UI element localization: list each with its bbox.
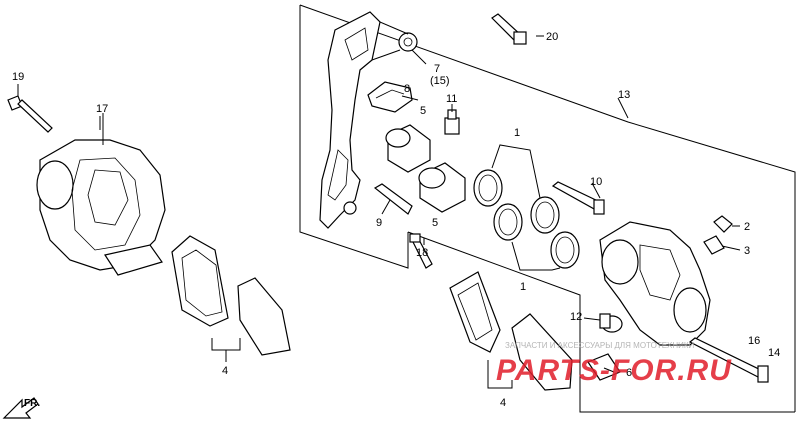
brake-pad-center-a [449,271,501,353]
callout-12: 12 [570,311,582,323]
bolt-19 [7,95,53,133]
bolt-18 [409,233,433,269]
bleeder-2 [713,215,733,233]
callout-5b: 5 [432,217,438,229]
callout-1a: 1 [514,127,520,139]
bleed-valve [444,109,460,135]
callout-14: 14 [768,347,780,359]
callout-19: 19 [12,71,24,83]
clip-6 [587,353,621,381]
callout-13: 13 [618,89,630,101]
callout-8: 8 [404,83,410,95]
callout-16: 16 [748,335,760,347]
callout-20: 20 [546,31,558,43]
cap-3 [703,235,725,255]
callout-9: 9 [376,217,382,229]
callout-4a: 4 [222,365,228,377]
caliper-body-right [599,221,711,346]
callout-17: 17 [96,103,108,115]
bolt-20 [491,13,527,45]
leader-lines [17,35,741,373]
callout-18: 18 [416,247,428,259]
brake-pad-center-b [511,313,573,391]
piston-seals [473,144,580,271]
front-arrow: FR. [2,397,40,419]
pin-bolt-10 [551,181,605,215]
callout-2: 2 [744,221,750,233]
callout-15: (15) [430,75,450,87]
watermark-tagline: ЗАПЧАСТИ И АКСЕССУАРЫ ДЛЯ МОТОТЕХНИКИ [505,341,695,350]
callout-1b: 1 [520,281,526,293]
callout-5a: 5 [420,105,426,117]
callout-6: 6 [626,367,632,379]
pin-bolt-9 [373,183,413,215]
callout-3: 3 [744,245,750,257]
callout-7: 7 [434,63,440,75]
pad-pin [688,337,769,383]
pad-group-bracket-left [211,338,241,351]
watermark: ЗАПЧАСТИ И АКСЕССУАРЫ ДЛЯ МОТОТЕХНИКИ PA… [496,341,732,387]
assembly-boundary [299,4,796,413]
pad-group-bracket-center [487,360,513,389]
caliper-left-17 [36,113,166,276]
callout-labels: 20 7 (15) 8 13 11 5 1 10 9 5 2 3 18 1 12… [12,31,780,409]
piston-lower [418,162,466,213]
front-label: FR. [24,398,40,409]
pad-spring [367,81,413,113]
piston-upper [385,124,431,173]
plug-12 [599,313,623,333]
callout-4b: 4 [500,397,506,409]
callout-10: 10 [590,176,602,188]
brake-pad-left-b [237,277,291,356]
callout-11: 11 [446,93,457,105]
brake-pad-left-a [171,235,229,327]
watermark-brand: PARTS-FOR.RU [496,354,732,387]
caliper-bracket [319,11,418,229]
